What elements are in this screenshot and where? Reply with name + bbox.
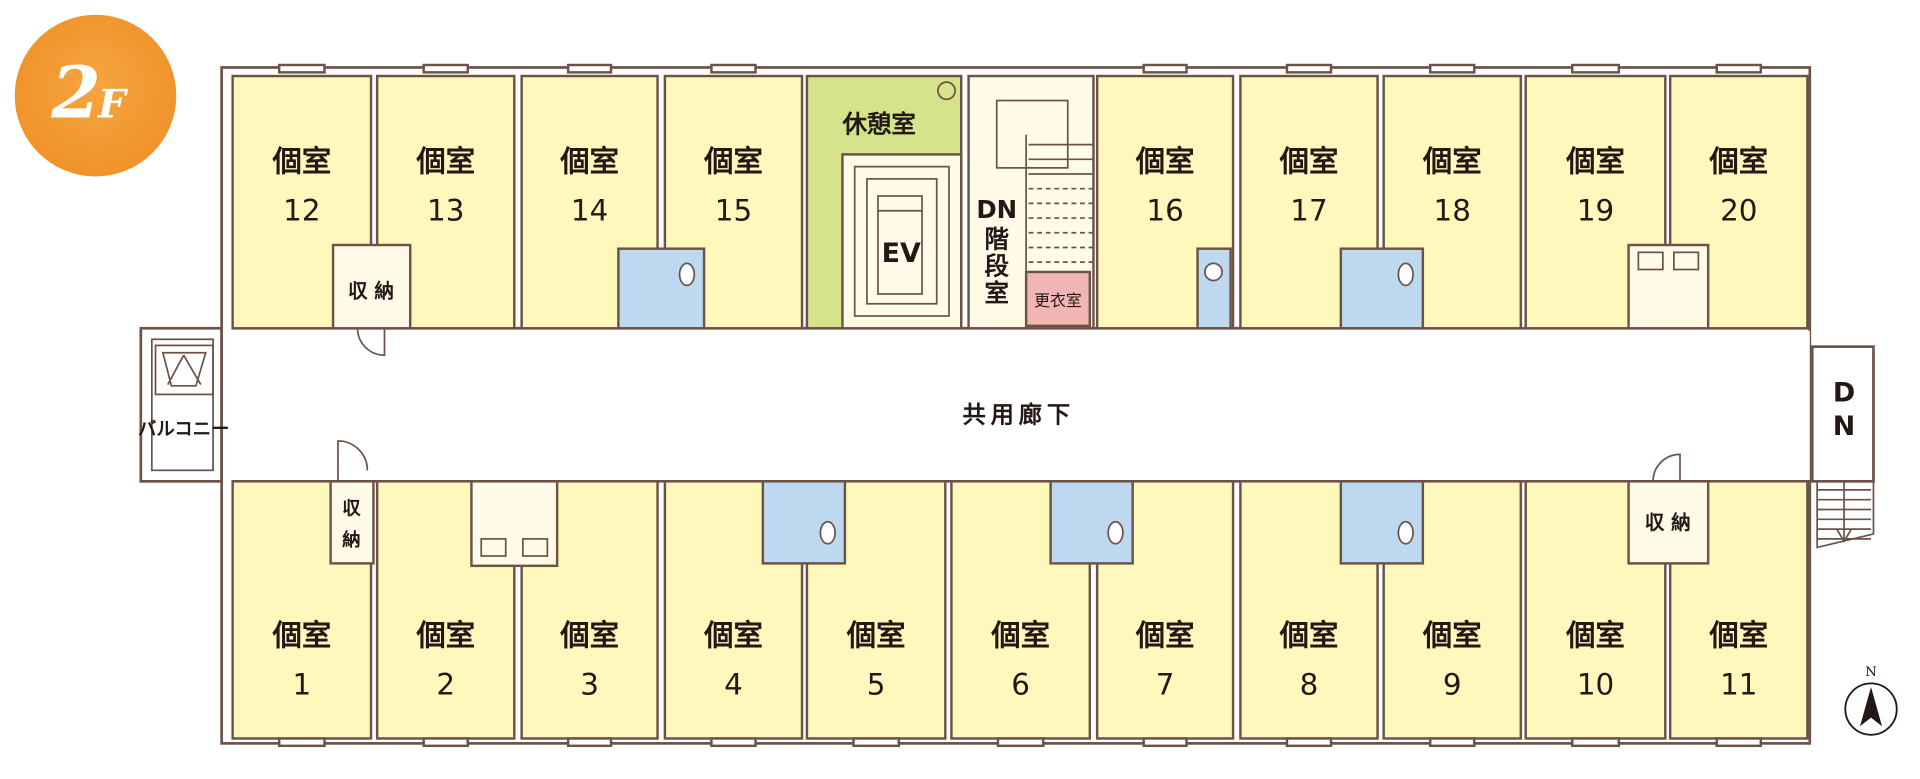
changing-room-label: 更衣室: [1034, 291, 1082, 310]
washroom[interactable]: [1627, 243, 1710, 330]
room-number: 1: [292, 667, 311, 701]
room-word: 個室: [559, 145, 619, 179]
room-number: 8: [1300, 667, 1319, 701]
sink-icon: [522, 538, 549, 557]
room-4[interactable]: 個室 4: [663, 480, 804, 748]
balcony-label: バルコニー: [138, 419, 229, 440]
room-word: 個室: [559, 618, 619, 652]
room-word: 個室: [1135, 145, 1195, 179]
elevator: EV: [877, 195, 923, 295]
room-word: 個室: [1422, 145, 1482, 179]
toilet-icon: [1397, 520, 1414, 545]
storage-left-label-2: 納: [342, 529, 360, 551]
room-number: 14: [571, 194, 608, 228]
toilet[interactable]: [761, 480, 847, 565]
room-number: 3: [580, 667, 599, 701]
corridor-label: 共用廊下: [962, 402, 1075, 429]
changing-room[interactable]: 更衣室: [1024, 270, 1092, 328]
room-number: 17: [1290, 194, 1327, 228]
floor-suffix: F: [97, 82, 129, 128]
stair-room-label-1: 階: [985, 224, 1010, 253]
toilet[interactable]: [1196, 247, 1232, 330]
elevator-label: EV: [882, 238, 921, 269]
storage-right[interactable]: 収 納: [1627, 453, 1710, 565]
room-word: 個室: [1422, 618, 1482, 652]
room-8[interactable]: 個室 8: [1239, 480, 1379, 748]
room-number: 7: [1156, 667, 1175, 701]
outer-stair-dn-d: D: [1833, 378, 1855, 409]
storage-right-label: 収 納: [1645, 511, 1691, 534]
room-number: 2: [436, 667, 455, 701]
toilet-icon: [1107, 520, 1124, 545]
room-word: 個室: [415, 145, 475, 179]
room-13[interactable]: 個室 13: [375, 63, 516, 330]
room-6[interactable]: 個室 6: [950, 480, 1092, 748]
room-number: 15: [715, 194, 752, 228]
room-word: 個室: [1279, 618, 1339, 652]
room-word: 個室: [703, 145, 763, 179]
toilet[interactable]: [1049, 480, 1134, 565]
toilet[interactable]: [1339, 480, 1425, 565]
outer-stair-dn-n: N: [1833, 411, 1856, 442]
sink-icon: [480, 538, 507, 557]
room-word: 個室: [415, 618, 475, 652]
room-word: 個室: [846, 618, 906, 652]
storage-left[interactable]: 収 納: [329, 440, 375, 565]
lounge[interactable]: 休憩室: [805, 74, 963, 330]
floor-number: 2: [50, 51, 100, 135]
storage-top-label: 収 納: [348, 280, 394, 303]
sink-icon: [937, 81, 956, 101]
room-number: 20: [1720, 194, 1757, 228]
room-word: 個室: [271, 618, 331, 652]
outer-stair[interactable]: D N: [1810, 345, 1875, 549]
room-number: 4: [724, 667, 743, 701]
room-word: 個室: [703, 618, 763, 652]
toilet-icon: [819, 520, 836, 545]
stair-dn-label: DN: [976, 195, 1017, 224]
stair-room-label-3: 室: [985, 278, 1009, 307]
corridor: [232, 330, 1810, 481]
room-number: 18: [1434, 194, 1471, 228]
lounge-label: 休憩室: [841, 109, 915, 138]
room-number: 12: [283, 194, 320, 228]
compass-n-label: N: [1865, 665, 1877, 680]
room-number: 16: [1146, 194, 1183, 228]
toilet-icon: [678, 262, 696, 287]
storage-top[interactable]: 収 納: [331, 243, 412, 357]
washroom[interactable]: [470, 480, 559, 568]
toilet[interactable]: [1339, 247, 1425, 330]
balcony[interactable]: バルコニー: [138, 326, 229, 483]
room-number: 9: [1443, 667, 1462, 701]
room-number: 13: [427, 194, 464, 228]
floor-badge: 2 F: [14, 14, 177, 177]
sink-icon: [1673, 251, 1700, 271]
room-number: 6: [1011, 667, 1030, 701]
sink-icon: [1637, 251, 1664, 271]
room-word: 個室: [990, 618, 1050, 652]
room-1[interactable]: 個室 1: [231, 480, 373, 748]
room-number: 10: [1577, 667, 1614, 701]
stair-room-label-2: 段: [985, 251, 1010, 280]
room-11[interactable]: 個室 11: [1668, 480, 1809, 748]
room-word: 個室: [1708, 145, 1768, 179]
storage-left-label-1: 収: [342, 498, 361, 519]
room-word: 個室: [1708, 618, 1768, 652]
room-word: 個室: [1279, 145, 1339, 179]
room-number: 19: [1577, 194, 1614, 228]
room-number: 5: [867, 667, 886, 701]
room-word: 個室: [271, 145, 331, 179]
room-word: 個室: [1565, 618, 1625, 652]
room-word: 個室: [1135, 618, 1195, 652]
toilet-icon: [1397, 262, 1414, 287]
compass-icon: N: [1844, 665, 1898, 736]
toilet[interactable]: [617, 247, 706, 330]
toilet-icon: [1204, 262, 1223, 282]
room-number: 11: [1720, 667, 1757, 701]
room-word: 個室: [1565, 145, 1625, 179]
